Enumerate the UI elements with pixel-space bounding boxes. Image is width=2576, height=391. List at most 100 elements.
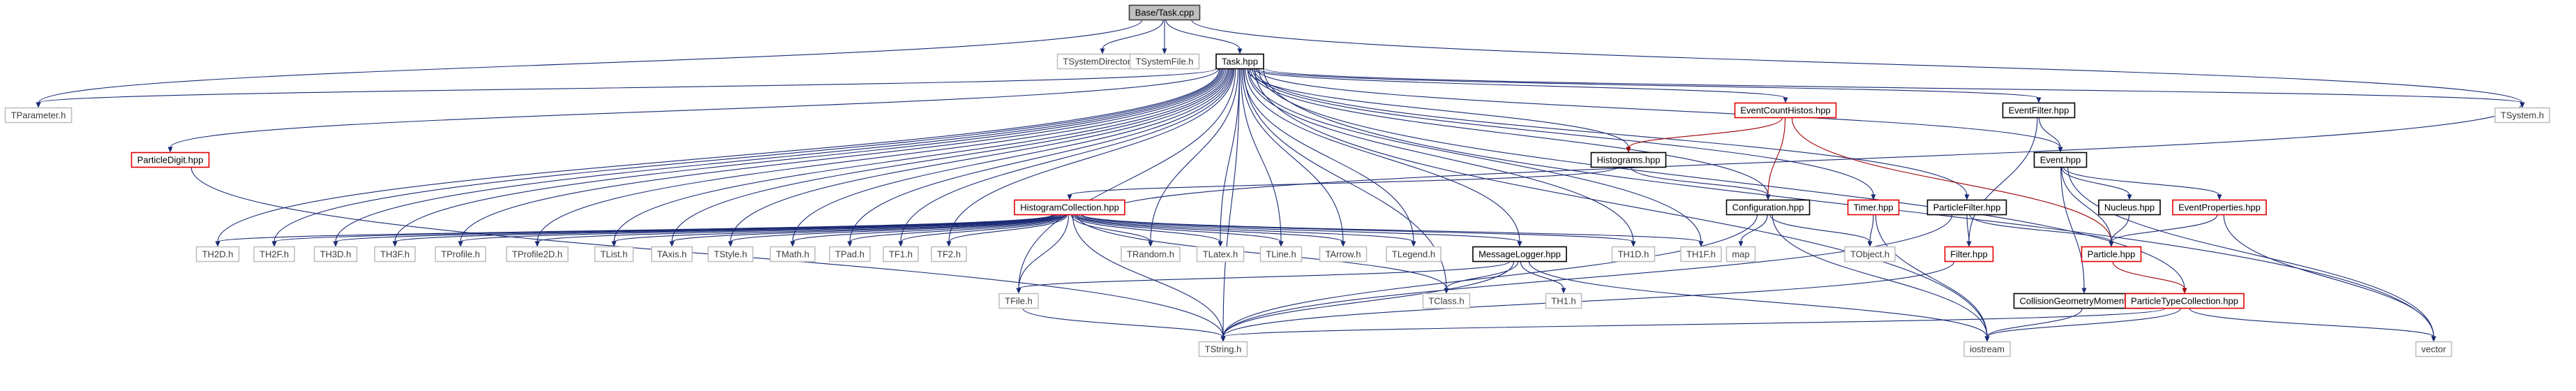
node-tclass: TClass.h <box>1422 293 1471 309</box>
node-label-filter: Filter.hpp <box>1950 249 1987 260</box>
edge-ptc-to-tstring <box>1222 308 2166 337</box>
node-box-tlegend <box>1386 246 1441 263</box>
edge-tfile-to-tstring <box>1022 308 1224 337</box>
node-pfilter[interactable]: ParticleFilter.hpp <box>1926 199 2007 216</box>
edge-hc-to-tstyle <box>730 214 1063 243</box>
edge-hc-to-tlist <box>613 214 1061 243</box>
node-label-tlatex: TLatex.h <box>1203 249 1238 260</box>
node-box-msglog[interactable] <box>1472 246 1567 263</box>
node-box-tclass <box>1422 293 1471 309</box>
edge-hc-to-tfile <box>1018 214 1070 289</box>
arrowhead-ptc-to-vector <box>2431 336 2436 342</box>
node-box-iostream <box>1963 341 2011 357</box>
arrowhead-hc-to-th1f <box>1698 241 1704 247</box>
node-label-ptc: ParticleTypeCollection.hpp <box>2131 296 2238 307</box>
edge-hc-to-msglog <box>1078 214 1520 243</box>
node-histos[interactable]: Histograms.hpp <box>1590 152 1667 168</box>
node-hc[interactable]: HistogramCollection.hpp <box>1014 199 1125 216</box>
edge-ptc-to-iostream <box>1986 308 2181 337</box>
node-box-tfile <box>998 293 1039 309</box>
node-box-th1f <box>1680 246 1722 263</box>
node-timer[interactable]: Timer.hpp <box>1847 199 1900 216</box>
node-box-tstring <box>1198 341 1248 357</box>
node-th2f: TH2F.h <box>253 246 295 263</box>
node-evfilter[interactable]: EventFilter.hpp <box>2002 102 2076 119</box>
node-box-event[interactable] <box>2033 152 2088 168</box>
node-nucleus[interactable]: Nucleus.hpp <box>2098 199 2161 216</box>
edge-hc-to-trandom <box>1070 214 1151 242</box>
node-tarrow: TArrow.h <box>1319 246 1368 263</box>
node-trandom: TRandom.h <box>1121 246 1181 263</box>
edge-config-to-tstring <box>1222 214 1758 337</box>
node-label-config: Configuration.hpp <box>1732 202 1804 213</box>
node-box-hc[interactable] <box>1014 199 1125 216</box>
node-box-particle[interactable] <box>2081 246 2142 263</box>
edge-hc-to-tarrow <box>1074 214 1344 243</box>
edge-task_hpp-to-msglog <box>1245 68 1520 242</box>
node-box-nucleus[interactable] <box>2098 199 2161 216</box>
node-label-th3f: TH3F.h <box>380 249 410 260</box>
node-label-tf1: TF1.h <box>889 249 913 260</box>
node-tstyle: TStyle.h <box>707 246 754 263</box>
node-particle[interactable]: Particle.hpp <box>2081 246 2142 263</box>
node-config[interactable]: Configuration.hpp <box>1725 199 1811 216</box>
node-box-pdigit[interactable] <box>130 152 210 168</box>
node-label-tprofile: TProfile.h <box>441 249 480 260</box>
node-box-histos[interactable] <box>1590 152 1667 168</box>
node-box-evfilter[interactable] <box>2002 102 2076 119</box>
node-ptc[interactable]: ParticleTypeCollection.hpp <box>2125 293 2245 309</box>
node-box-pfilter[interactable] <box>1926 199 2007 216</box>
node-ech[interactable]: EventCountHistos.hpp <box>1734 102 1837 119</box>
node-box-taxis <box>651 246 693 263</box>
node-box-config[interactable] <box>1725 199 1811 216</box>
edge-task_hpp-to-tline <box>1240 68 1282 242</box>
arrowhead-hc-to-tsystem <box>2519 102 2525 108</box>
edge-task_hpp-to-tstyle <box>730 68 1230 242</box>
arrowhead-hc-to-tarrow <box>1340 241 1346 247</box>
node-label-event: Event.hpp <box>2040 155 2081 165</box>
node-event[interactable]: Event.hpp <box>2033 152 2088 168</box>
node-box-ech[interactable] <box>1734 102 1837 119</box>
node-box-tpad <box>829 246 871 263</box>
arrowhead-hc-to-tmath <box>790 241 795 247</box>
node-evprops[interactable]: EventProperties.hpp <box>2172 199 2267 216</box>
node-box-tobject <box>1844 246 1896 263</box>
edge-ech-to-config <box>1767 117 1786 196</box>
node-task_hpp[interactable]: Task.hpp <box>1215 53 1264 70</box>
edge-task_hpp-to-tf2 <box>948 68 1235 242</box>
node-filter[interactable]: Filter.hpp <box>1944 246 1994 263</box>
node-box-timer[interactable] <box>1847 199 1900 216</box>
arrowhead-task_hpp-to-pfilter <box>1964 194 1970 200</box>
node-msglog[interactable]: MessageLogger.hpp <box>1472 246 1567 263</box>
node-box-evprops[interactable] <box>2172 199 2267 216</box>
arrowhead-histos-to-config <box>1765 194 1771 200</box>
node-box-task_cpp <box>1128 4 1201 21</box>
arrowhead-config-to-map <box>1738 241 1744 247</box>
node-iostream: iostream <box>1963 341 2011 357</box>
node-box-filter[interactable] <box>1944 246 1994 263</box>
node-cgm[interactable]: CollisionGeometryMoments.hpp <box>2013 293 2155 309</box>
node-box-trandom <box>1121 246 1181 263</box>
arrowhead-hc-to-tlatex <box>1218 241 1223 247</box>
node-tsysfile: TSystemFile.h <box>1129 53 1200 70</box>
node-label-tprofile2d: TProfile2D.h <box>512 249 562 260</box>
edge-msglog-to-th1 <box>1520 261 1564 289</box>
node-label-tstring: TString.h <box>1205 344 1242 355</box>
node-box-vector <box>2415 341 2453 357</box>
node-box-task_hpp[interactable] <box>1215 53 1264 70</box>
arrowhead-event-to-nucleus <box>2127 194 2132 200</box>
edge-task_hpp-to-ech <box>1250 68 1786 98</box>
node-box-th1d <box>1611 246 1656 263</box>
node-box-tf1 <box>883 246 919 263</box>
node-box-ptc[interactable] <box>2125 293 2245 309</box>
edge-ech-to-particle <box>1791 117 2112 242</box>
arrowhead-hc-to-tprofile2d <box>534 241 540 247</box>
arrowhead-hc-to-tprofile <box>458 241 463 247</box>
node-box-map <box>1725 246 1756 263</box>
node-label-tobject: TObject.h <box>1850 249 1889 260</box>
edge-pfilter-to-filter <box>1966 214 1970 242</box>
node-label-pfilter: ParticleFilter.hpp <box>1933 202 2001 213</box>
edge-task_hpp-to-tstring <box>1222 68 1241 337</box>
node-label-tclass: TClass.h <box>1428 296 1464 307</box>
node-pdigit[interactable]: ParticleDigit.hpp <box>130 152 210 168</box>
